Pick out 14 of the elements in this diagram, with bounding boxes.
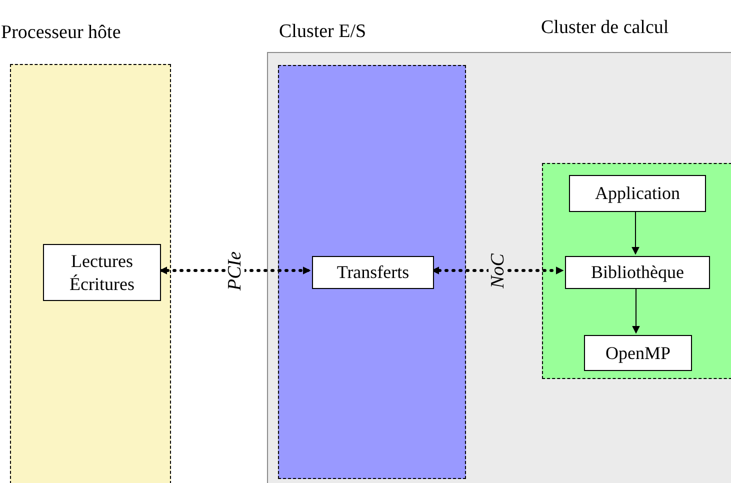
process-box: Transferts	[312, 256, 434, 289]
edge-label: PCIe	[226, 248, 244, 292]
arrow	[632, 286, 640, 334]
process-box: OpenMP	[584, 335, 692, 371]
arrow	[158, 266, 312, 274]
cluster-heading: Processeur hôte	[1, 21, 121, 45]
arrow	[632, 210, 640, 255]
process-box: Bibliothèque	[565, 256, 710, 289]
cluster-heading: Cluster E/S	[279, 20, 366, 44]
cluster-heading: Cluster de calcul	[541, 16, 669, 40]
edge-label: NoC	[488, 251, 507, 290]
process-box: Lectures Écritures	[43, 244, 161, 301]
process-box: Application	[569, 175, 706, 212]
compute-cluster-band	[542, 163, 731, 379]
